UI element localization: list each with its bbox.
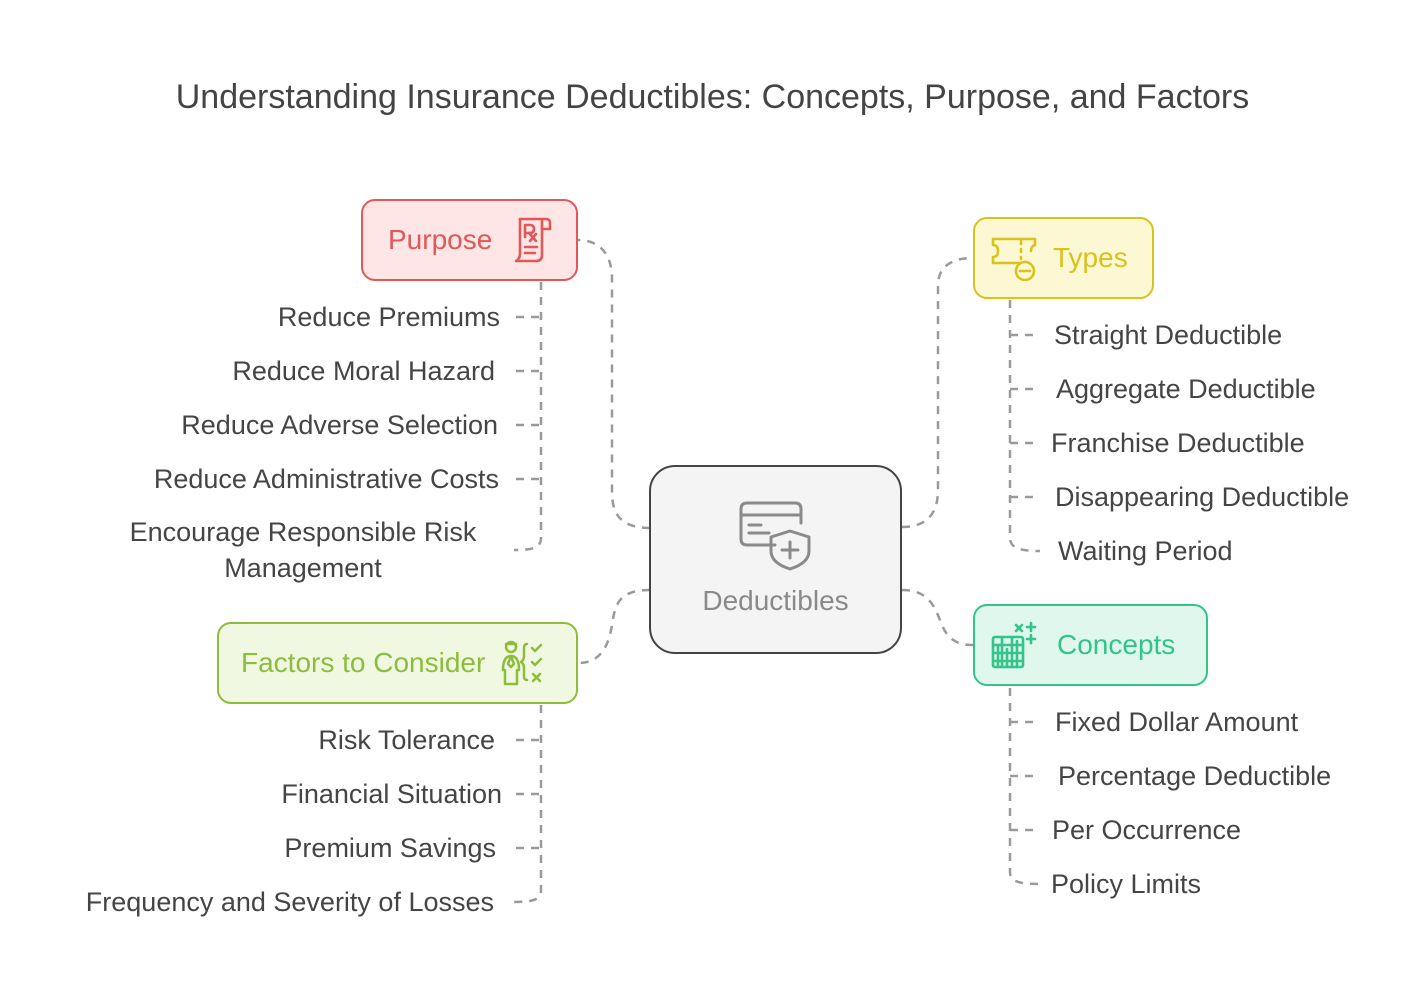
- connector-center-types: [901, 256, 974, 529]
- purpose-item-5: Encourage Responsible Risk Management: [129, 517, 477, 583]
- concepts-item-4: Policy Limits: [1051, 869, 1202, 899]
- factors-item-3: Premium Savings: [284, 833, 496, 863]
- branch-types: Types: [973, 217, 1154, 299]
- center-label: Deductibles: [702, 585, 849, 616]
- credit-card-shield-icon: [739, 501, 811, 571]
- concepts-item-3: Per Occurrence: [1052, 815, 1242, 845]
- branch-factors-label: Factors to Consider: [241, 647, 486, 678]
- factors-item-1: Risk Tolerance: [318, 725, 495, 755]
- types-item-5: Waiting Period: [1058, 536, 1233, 566]
- ticket-minus-icon: [991, 237, 1037, 281]
- person-checklist-icon: [502, 640, 543, 686]
- types-item-1: Straight Deductible: [1054, 320, 1283, 350]
- prescription-document-icon: [514, 217, 552, 263]
- page-title: Understanding Insurance Deductibles: Con…: [175, 78, 1250, 116]
- connector-center-factors: [577, 588, 651, 665]
- concepts-item-2: Percentage Deductible: [1058, 761, 1332, 791]
- connector-center-concepts: [901, 588, 974, 647]
- types-item-3: Franchise Deductible: [1051, 428, 1305, 458]
- purpose-item-2: Reduce Moral Hazard: [232, 356, 495, 386]
- calculator-chart-icon: [991, 621, 1037, 669]
- branch-factors: Factors to Consider: [217, 622, 578, 704]
- branch-purpose: Purpose: [361, 199, 578, 281]
- branch-types-label: Types: [1053, 242, 1128, 273]
- concepts-item-1: Fixed Dollar Amount: [1055, 707, 1299, 737]
- connector-center-purpose: [577, 238, 651, 530]
- purpose-item-4: Reduce Administrative Costs: [153, 464, 499, 494]
- branch-concepts: Concepts: [973, 604, 1208, 686]
- purpose-item-3: Reduce Adverse Selection: [181, 410, 498, 440]
- branch-purpose-label: Purpose: [388, 224, 493, 255]
- types-item-4: Disappearing Deductible: [1055, 482, 1350, 512]
- factors-item-2: Financial Situation: [281, 779, 502, 809]
- branch-concepts-label: Concepts: [1057, 629, 1176, 660]
- types-item-2: Aggregate Deductible: [1056, 374, 1316, 404]
- purpose-item-1: Reduce Premiums: [277, 302, 500, 332]
- factors-item-4: Frequency and Severity of Losses: [85, 887, 494, 917]
- center-node: Deductibles: [649, 465, 902, 654]
